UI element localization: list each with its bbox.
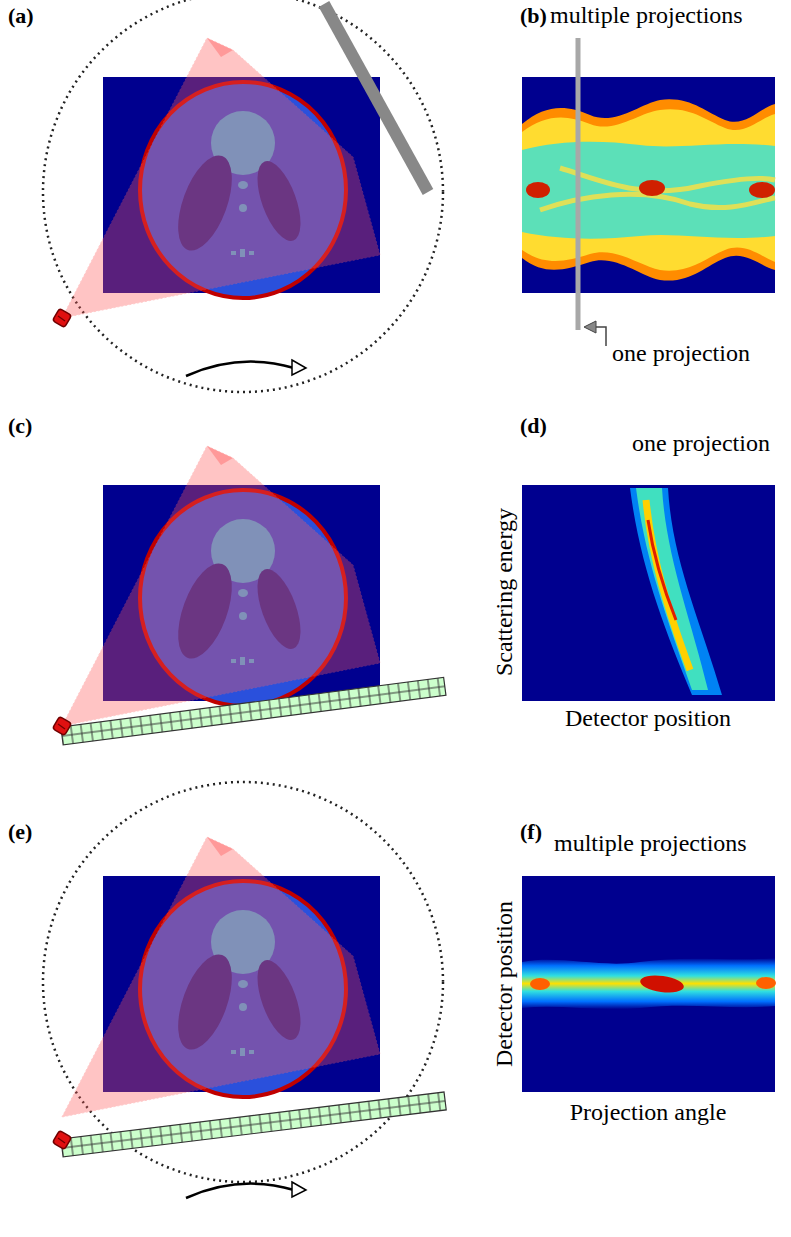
axis-label: Projection angle xyxy=(570,1099,727,1125)
panel-tag: (b) xyxy=(520,4,547,28)
panel-tag: (f) xyxy=(520,820,542,844)
panel-tag: (a) xyxy=(8,4,34,28)
panel-tag: (d) xyxy=(520,414,547,438)
axis-title: one projection xyxy=(632,430,770,456)
axis-title: multiple projections xyxy=(550,2,743,28)
axis-label: Scattering energy xyxy=(491,508,517,676)
panel-tag: (c) xyxy=(8,414,32,438)
axis-label: Detector position xyxy=(491,901,517,1067)
pointer-label: one projection xyxy=(612,340,750,366)
axis-label: Detector position xyxy=(565,705,731,731)
axis-title: multiple projections xyxy=(554,830,747,856)
panel-tag: (e) xyxy=(8,820,32,844)
